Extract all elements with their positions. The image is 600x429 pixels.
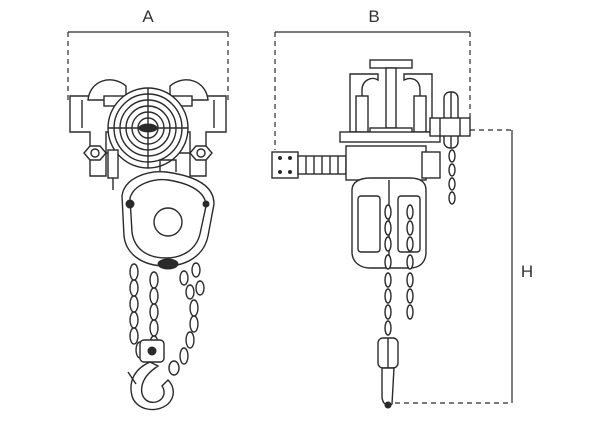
dimension-a-label: A — [142, 7, 154, 26]
side-hand-chain — [406, 204, 414, 320]
front-hook-icon — [127, 339, 174, 411]
side-hand-chain-short — [448, 149, 456, 205]
front-hand-wheel — [107, 87, 189, 169]
dimension-b-label: B — [368, 7, 379, 26]
side-view — [271, 59, 471, 409]
dimension-a: A — [67, 7, 229, 100]
front-hoist-body — [121, 159, 215, 270]
dimension-h-label: H — [521, 262, 533, 281]
right-nut-icon — [189, 145, 213, 161]
front-small-wheel-left — [107, 149, 119, 190]
side-hook-icon — [377, 337, 399, 409]
side-trolley — [339, 73, 441, 143]
front-hand-chain-right — [168, 262, 205, 376]
dimension-h: H — [395, 129, 533, 404]
side-axle — [271, 145, 441, 181]
side-hand-wheel — [429, 91, 471, 149]
side-load-chain — [384, 204, 392, 336]
front-view — [69, 79, 227, 411]
side-i-beam — [369, 59, 413, 137]
left-nut-icon — [83, 145, 107, 161]
dimension-b: B — [274, 7, 471, 150]
